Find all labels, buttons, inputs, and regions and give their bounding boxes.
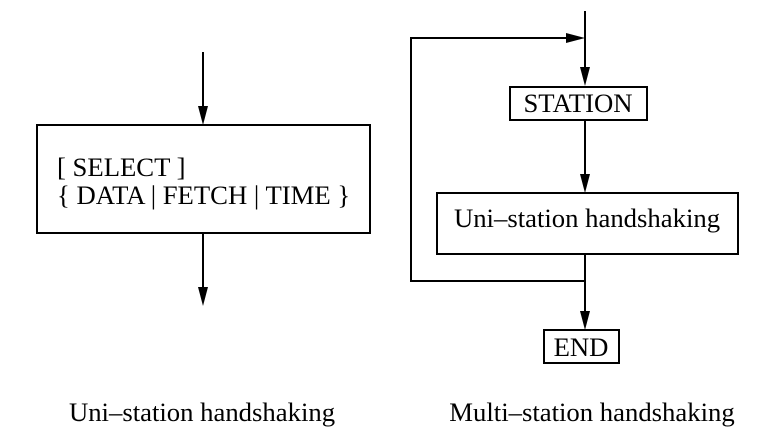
end-label: END bbox=[554, 332, 609, 362]
multi-entry-arrow bbox=[580, 11, 590, 86]
process-label: Uni–station handshaking bbox=[454, 203, 720, 233]
select-box-line1: [ SELECT ] bbox=[57, 152, 186, 182]
multi-caption: Multi–station handshaking bbox=[449, 397, 734, 427]
down-arrowhead-icon bbox=[198, 287, 208, 306]
process-to-end-arrow bbox=[580, 254, 590, 330]
station-label: STATION bbox=[523, 88, 632, 118]
multi-station-flowchart: STATION Uni–station handshaking END Mult… bbox=[410, 11, 739, 427]
uni-caption: Uni–station handshaking bbox=[69, 397, 335, 427]
loop-back-line bbox=[410, 37, 585, 282]
uni-entry-arrow bbox=[198, 52, 208, 125]
uni-station-flowchart: [ SELECT ] { DATA | FETCH | TIME } Uni–s… bbox=[36, 52, 371, 427]
loop-back-connector bbox=[410, 33, 585, 282]
down-arrowhead-icon bbox=[580, 174, 590, 193]
end-box bbox=[543, 329, 620, 364]
station-box bbox=[509, 86, 648, 121]
uni-handshaking-process-box bbox=[436, 192, 739, 255]
select-box-line2: { DATA | FETCH | TIME } bbox=[57, 180, 350, 210]
down-arrowhead-icon bbox=[580, 67, 590, 86]
station-to-process-arrow bbox=[580, 120, 590, 193]
uni-exit-arrow bbox=[198, 233, 208, 306]
down-arrowhead-icon bbox=[580, 311, 590, 330]
down-arrowhead-icon bbox=[198, 106, 208, 125]
right-arrowhead-icon bbox=[566, 33, 585, 43]
